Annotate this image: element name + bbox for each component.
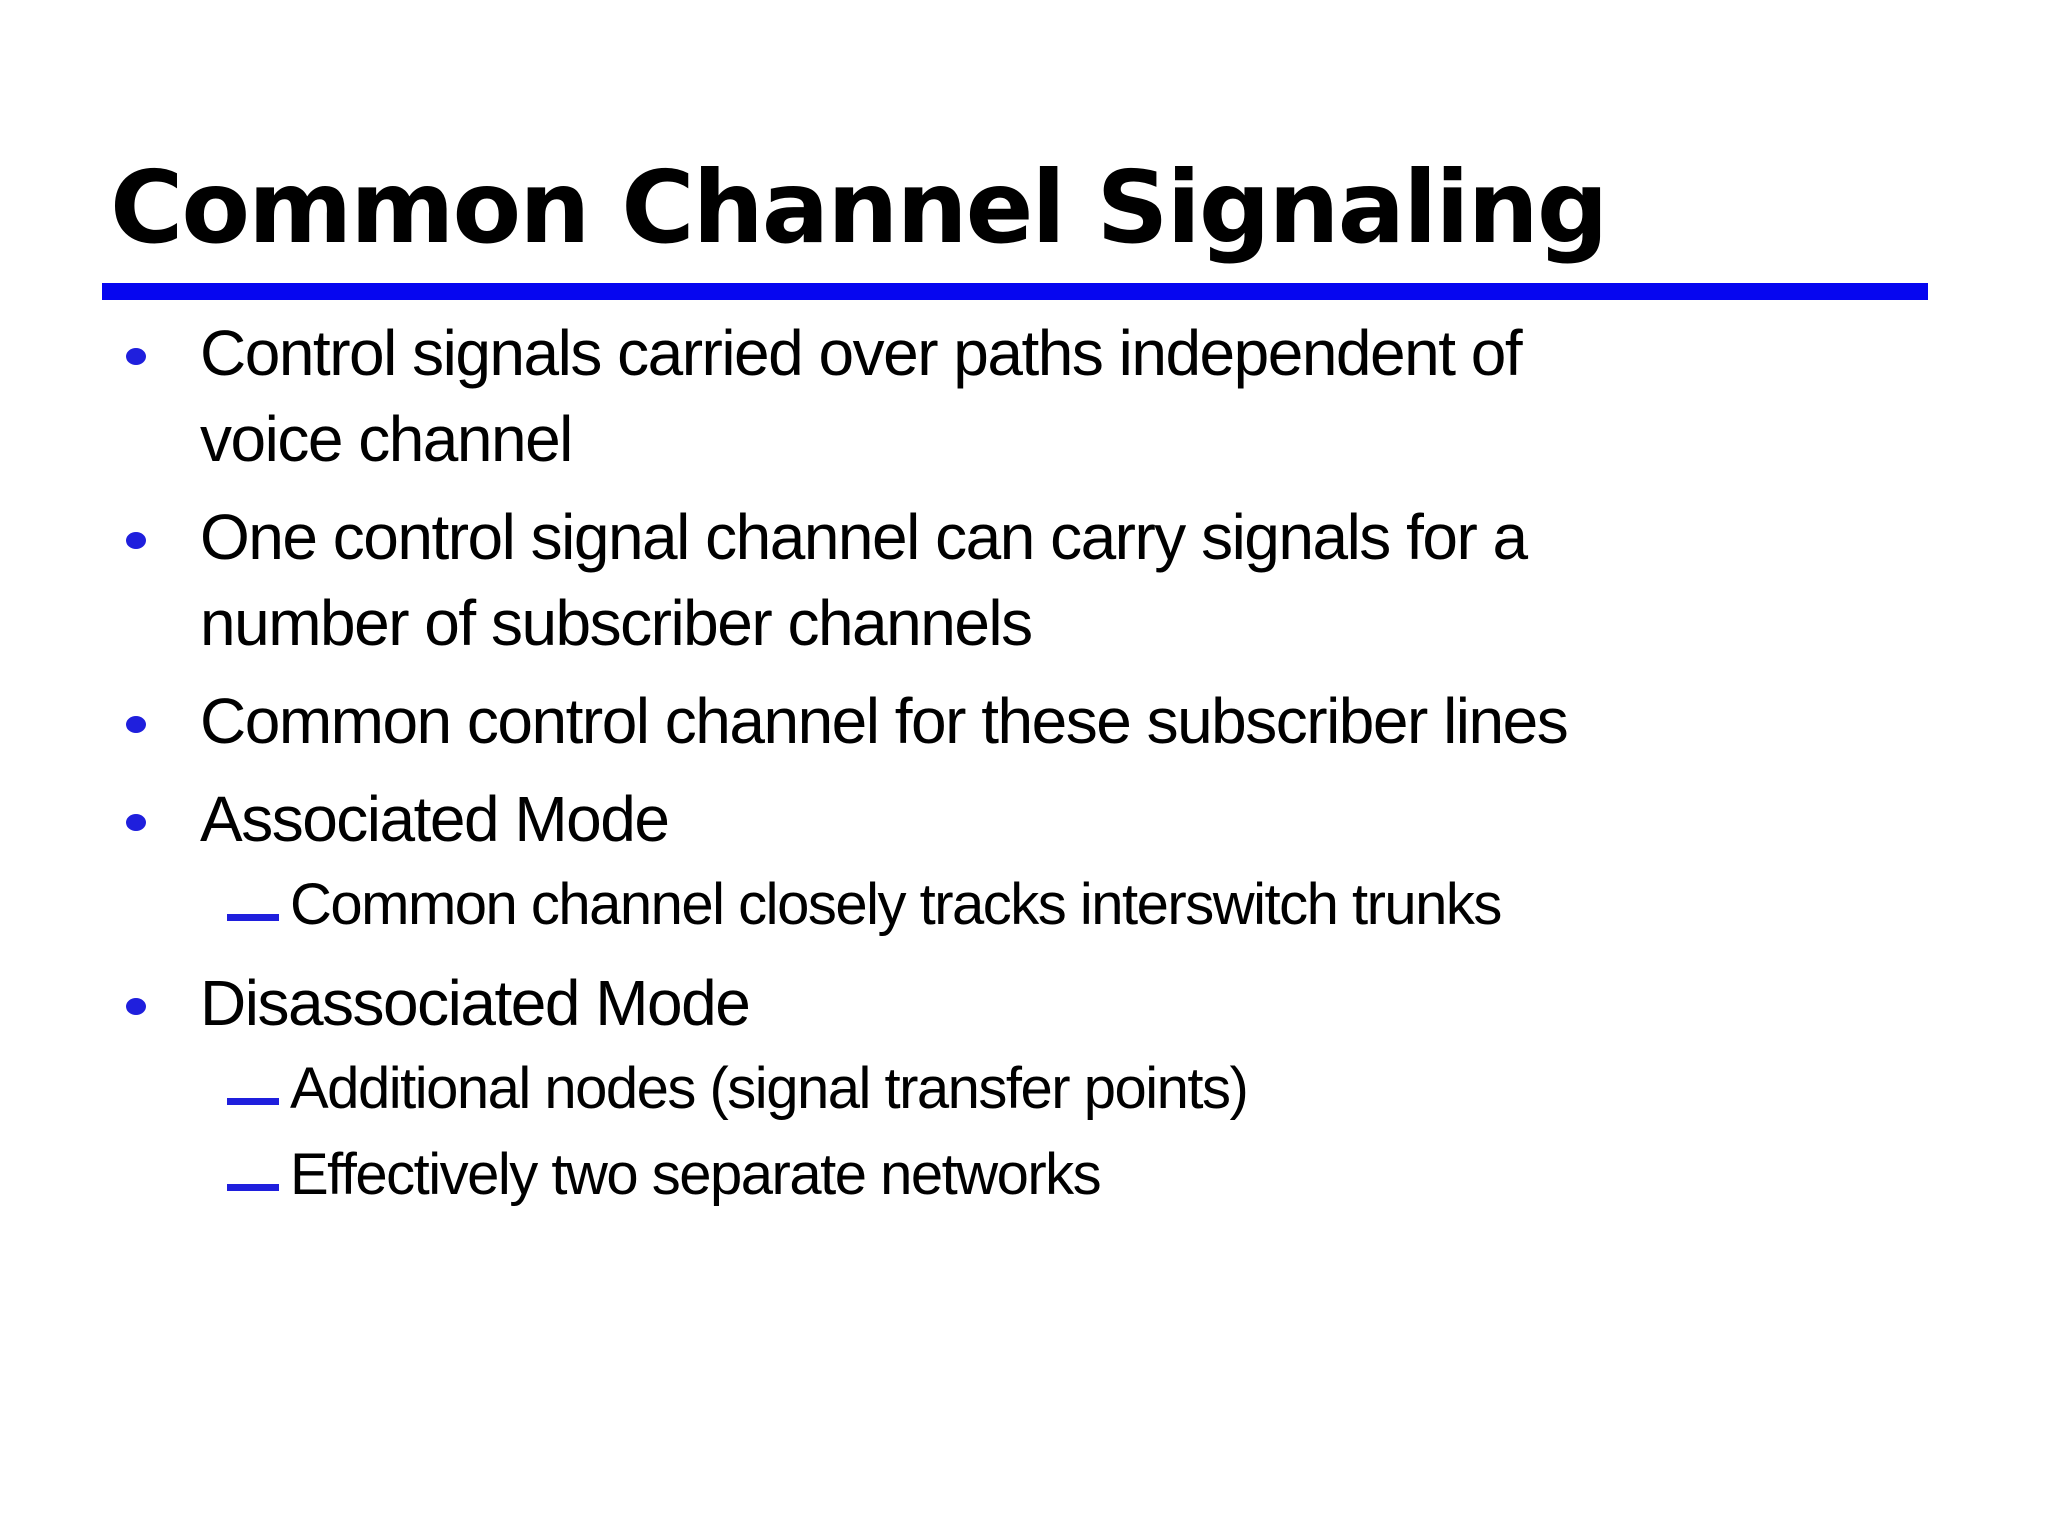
bullet-list: Control signals carried over paths indep… (0, 298, 2048, 1218)
bullet-item: Common control channel for these subscri… (0, 678, 2048, 764)
bullet-text: Associated Mode (200, 783, 670, 855)
bullet-dot-icon (126, 532, 146, 549)
dash-icon (227, 1184, 279, 1191)
dash-icon (227, 914, 279, 921)
bullet-text: Additional nodes (signal transfer points… (290, 1056, 1249, 1121)
bullet-dot-icon (126, 814, 146, 831)
bullet-item: Disassociated Mode (0, 960, 2048, 1046)
bullet-item: One control signal channel can carry sig… (0, 494, 2048, 666)
dash-icon (227, 1098, 279, 1105)
title-underline-rule (102, 283, 1928, 300)
bullet-dot-icon (126, 998, 146, 1015)
slide-title: Common Channel Signaling (110, 149, 1608, 266)
sub-bullet-item: Effectively two separate networks (0, 1132, 2048, 1218)
bullet-text: Common channel closely tracks interswitc… (290, 872, 1502, 937)
bullet-text: Effectively two separate networks (290, 1142, 1102, 1207)
bullet-dot-icon (126, 348, 146, 365)
bullet-item: Associated Mode (0, 776, 2048, 862)
sub-bullet-item: Common channel closely tracks interswitc… (0, 862, 2048, 948)
bullet-text: Disassociated Mode (200, 967, 751, 1039)
bullet-text: One control signal channel can carry sig… (200, 501, 1528, 659)
bullet-text: Common control channel for these subscri… (200, 685, 1569, 757)
bullet-item: Control signals carried over paths indep… (0, 310, 2048, 482)
bullet-dot-icon (126, 716, 146, 733)
sub-bullet-item: Additional nodes (signal transfer points… (0, 1046, 2048, 1132)
bullet-text: Control signals carried over paths indep… (200, 317, 1523, 475)
